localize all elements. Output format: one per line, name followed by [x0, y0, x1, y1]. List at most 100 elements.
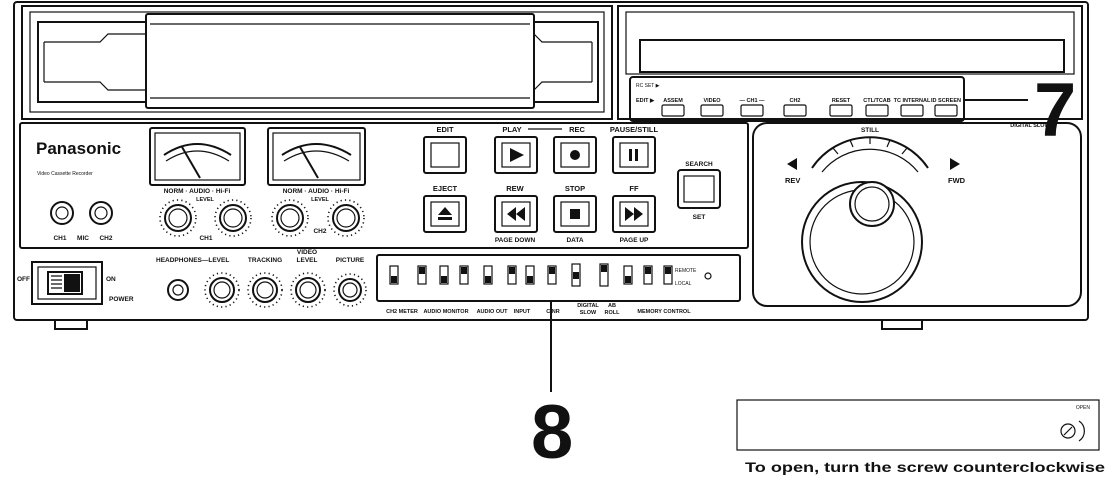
audio-meter-ch2	[267, 127, 366, 186]
pause-button-key	[619, 142, 649, 168]
play-button[interactable]	[494, 136, 538, 174]
switch-slot	[389, 265, 399, 285]
headphone-level-knob[interactable]	[204, 272, 240, 308]
remote-label: REMOTE	[675, 268, 697, 274]
set-label: SET	[693, 214, 706, 221]
memory-control-switch-2[interactable]	[643, 265, 653, 285]
cover-panel-detail: OPEN	[736, 399, 1100, 451]
knob-cap	[213, 281, 231, 299]
ab-roll-switch[interactable]	[599, 263, 609, 287]
jog-shuttle-dial[interactable]	[801, 181, 923, 303]
screw-slot	[1063, 426, 1073, 436]
rew-button[interactable]	[494, 195, 538, 233]
rewind-icon	[507, 207, 525, 221]
audio-monitor-switch-3[interactable]	[459, 265, 469, 285]
audio-level-knob-ch2-hifi[interactable]	[327, 199, 365, 237]
pause-still-button-label: PAUSE/STILL	[610, 125, 659, 134]
stop-button-label: STOP	[565, 184, 585, 193]
cinr-switch[interactable]	[547, 265, 557, 285]
audio-out-switch[interactable]	[483, 265, 493, 285]
mic-ch2-label: CH2	[99, 235, 112, 242]
stop-button[interactable]	[553, 195, 597, 233]
fast-forward-icon	[625, 207, 643, 221]
input-switch-2[interactable]	[525, 265, 535, 285]
audio-monitor-switch-1[interactable]	[417, 265, 427, 285]
cover-panel[interactable]	[736, 399, 1100, 451]
eject-button-key	[430, 201, 460, 227]
mic-jack-ch1[interactable]	[50, 201, 74, 225]
audio-meter-ch1	[149, 127, 246, 186]
assem-button[interactable]	[661, 104, 685, 117]
search-set-button[interactable]	[677, 169, 721, 209]
control-panel-frame	[19, 122, 749, 249]
search-label: SEARCH	[685, 161, 713, 168]
open-label: OPEN	[1076, 405, 1091, 411]
mic-jack-ch2-hole	[94, 206, 108, 220]
reset-button[interactable]	[829, 104, 853, 117]
ctl-tcab-label: CTL/TCAB	[863, 98, 891, 104]
switch-panel: REMOTE LOCAL	[376, 254, 741, 302]
cassette-slot-door[interactable]	[145, 13, 535, 109]
power-switch-frame	[31, 261, 103, 305]
switch-lever	[461, 267, 467, 274]
switch-slot	[663, 265, 673, 285]
stop-button-key	[560, 201, 590, 227]
page-up-label: PAGE UP	[620, 237, 649, 244]
knob-body	[338, 278, 362, 302]
video-button[interactable]	[700, 104, 724, 117]
eject-button[interactable]	[423, 195, 467, 233]
picture-knob[interactable]	[333, 273, 367, 307]
id-screen-button[interactable]	[934, 104, 958, 117]
ch2-meter-switch[interactable]	[389, 265, 399, 285]
power-switch[interactable]	[31, 261, 103, 305]
audio-out-label: AUDIO OUT	[477, 309, 509, 315]
ch2-button[interactable]	[783, 104, 807, 117]
fwd-arrow-icon	[950, 158, 960, 170]
remote-local-switch[interactable]	[663, 265, 673, 285]
pause-still-button[interactable]	[612, 136, 656, 174]
mic-jack-ch2[interactable]	[89, 201, 113, 225]
edit-button[interactable]	[423, 136, 467, 174]
audio-channel-label-ch1: CH1	[199, 235, 212, 242]
knob-cap	[280, 208, 300, 228]
headphone-jack[interactable]	[167, 279, 189, 301]
switch-lever	[645, 267, 651, 274]
screw-icon[interactable]	[1060, 420, 1085, 442]
cassette-bay	[21, 5, 613, 120]
knob-cap	[223, 208, 243, 228]
ch1-button[interactable]	[740, 104, 764, 117]
audio-level-knob-ch2-norm[interactable]	[271, 199, 309, 237]
audio-channel-label-ch2: CH2	[313, 228, 326, 235]
audio-monitor-switch-2[interactable]	[439, 265, 449, 285]
switch-slot	[547, 265, 557, 285]
jog-knob-cap	[854, 186, 890, 222]
reset-label: RESET	[832, 98, 851, 104]
ff-button[interactable]	[612, 195, 656, 233]
still-label: STILL	[861, 127, 879, 134]
tracking-knob[interactable]	[247, 272, 283, 308]
tc-internal-button[interactable]	[900, 104, 924, 117]
video-level-knob[interactable]	[290, 272, 326, 308]
audio-mode-label-ch2: NORM · AUDIO · Hi-Fi	[283, 188, 350, 195]
edit-button-key	[430, 142, 460, 168]
audio-level-knob-ch1-norm[interactable]	[159, 199, 197, 237]
knob-scale	[327, 199, 365, 237]
audio-level-knob-ch1-hifi[interactable]	[214, 199, 252, 237]
meter-ch2-scale-inner	[283, 150, 350, 162]
digital-slow-switch[interactable]	[571, 263, 581, 287]
mic-label: MIC	[77, 235, 89, 242]
meter-ch2-needle	[299, 146, 319, 179]
pause-icon	[629, 149, 638, 161]
memory-control-switch-1[interactable]	[623, 265, 633, 285]
switch-lever	[625, 276, 631, 283]
ch2-meter-label: CH2 METER	[386, 309, 418, 315]
meter-ch2-scale	[281, 143, 352, 156]
ctl-tcab-button[interactable]	[865, 104, 889, 117]
cassette-bay-inner	[29, 11, 605, 113]
input-switch-1[interactable]	[507, 265, 517, 285]
edit-button-label: EDIT	[436, 125, 454, 134]
display-window	[639, 39, 1065, 73]
mic-jack-ch1-ring	[50, 201, 74, 225]
rec-button[interactable]	[553, 136, 597, 174]
